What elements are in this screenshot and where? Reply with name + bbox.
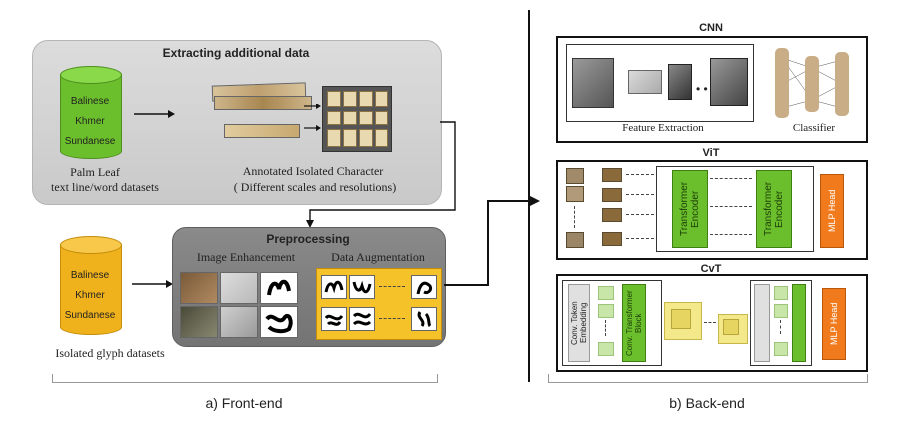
text-line-caption: text line/word datasets	[51, 180, 159, 194]
vit-mlp-head: MLP Head	[820, 174, 844, 248]
image-patch	[566, 186, 584, 202]
extracting-data-title: Extracting additional data	[162, 46, 310, 60]
palm-leaf-dataset-cylinder: Balinese Khmer Sundanese	[60, 66, 122, 159]
cnn-box: • • • Feature Extraction Classifier	[556, 36, 868, 143]
conv-token-embedding: Conv. Token Embedding	[568, 284, 590, 362]
transformer-encoder-1: Transformer Encoder	[672, 170, 708, 248]
patch-embedding	[602, 208, 622, 222]
classifier-label: Classifier	[792, 122, 836, 134]
cylinder-label-sundanese: Sundanese	[64, 136, 116, 147]
token-square	[598, 342, 614, 356]
transformer-encoder-2: Transformer Encoder	[756, 170, 792, 248]
image-patch	[566, 232, 584, 248]
arrow-icon	[304, 104, 321, 131]
classifier-network	[772, 48, 852, 120]
cvt-stage-frame	[750, 280, 812, 366]
isolated-glyph-caption: Isolated glyph datasets	[55, 346, 165, 360]
patch-embedding	[602, 168, 622, 182]
image-enhancement-label: Image Enhancement	[196, 250, 296, 264]
back-end-caption: b) Back-end	[669, 395, 745, 411]
patch-embedding	[602, 232, 622, 246]
arrow-icon	[134, 110, 175, 118]
enhancement-sample-thumb	[260, 272, 298, 304]
enhancement-sample-thumb	[260, 306, 298, 338]
cvt-mlp-head: MLP Head	[822, 288, 846, 360]
enhancement-sample-thumb	[180, 272, 218, 304]
cvt-title: CvT	[700, 263, 722, 275]
token-square	[598, 286, 614, 300]
section-divider	[528, 10, 530, 382]
isolated-glyph-dataset-cylinder: Balinese Khmer Sundanese	[60, 236, 122, 335]
token-square	[774, 286, 788, 300]
cylinder-label-sundanese: Sundanese	[64, 310, 116, 321]
cylinder-label-balinese: Balinese	[70, 270, 110, 281]
token-square	[774, 342, 788, 356]
enhancement-sample-thumb	[220, 306, 258, 338]
front-end-bracket	[52, 374, 438, 383]
data-augmentation-block	[316, 268, 442, 340]
back-end-bracket	[548, 374, 868, 383]
encoder-stack-frame	[656, 166, 814, 252]
token-square	[774, 304, 788, 318]
feature-map-block	[628, 70, 662, 94]
feature-grid	[718, 314, 748, 344]
conv-transformer-block-bar	[792, 284, 806, 362]
scales-caption: ( Different scales and resolutions)	[233, 180, 397, 194]
annotated-caption: Annotated Isolated Character	[242, 164, 384, 178]
palm-leaf-strip	[214, 96, 312, 110]
enhancement-sample-thumb	[180, 306, 218, 338]
feature-map-block	[572, 58, 614, 108]
cylinder-label-balinese: Balinese	[70, 96, 110, 107]
patch-embedding	[602, 188, 622, 202]
conv-transformer-block: Conv. Transformer Block	[622, 284, 646, 362]
preprocessing-title: Preprocessing	[266, 232, 350, 246]
conv-token-embedding-bar	[754, 284, 770, 362]
enhancement-sample-thumb	[220, 272, 258, 304]
arrow-icon	[132, 280, 173, 288]
annotated-characters-board	[322, 86, 392, 152]
image-patch	[566, 168, 584, 184]
cylinder-label-khmer: Khmer	[75, 116, 105, 127]
palm-leaf-strip	[224, 124, 300, 138]
feature-grid	[664, 302, 702, 340]
front-end-caption: a) Front-end	[205, 395, 283, 411]
cvt-box: Conv. Token Embedding Conv. Transformer …	[556, 274, 868, 372]
output-arrow-icon	[444, 196, 540, 286]
feature-map-block	[710, 58, 748, 106]
feature-extraction-frame	[566, 44, 754, 122]
feature-map-block	[668, 64, 692, 100]
cvt-stage-frame	[562, 280, 662, 366]
token-square	[598, 304, 614, 318]
palm-leaf-caption: Palm Leaf	[70, 165, 120, 179]
cylinder-label-khmer: Khmer	[75, 290, 105, 301]
data-augmentation-label: Data Augmentation	[331, 250, 425, 264]
vit-box: Transformer Encoder Transformer Encoder …	[556, 160, 868, 260]
vit-title: ViT	[702, 147, 720, 159]
feature-extraction-label: Feature Extraction	[622, 122, 704, 134]
connector-arrow-icon	[306, 121, 456, 228]
cnn-title: CNN	[699, 22, 723, 34]
